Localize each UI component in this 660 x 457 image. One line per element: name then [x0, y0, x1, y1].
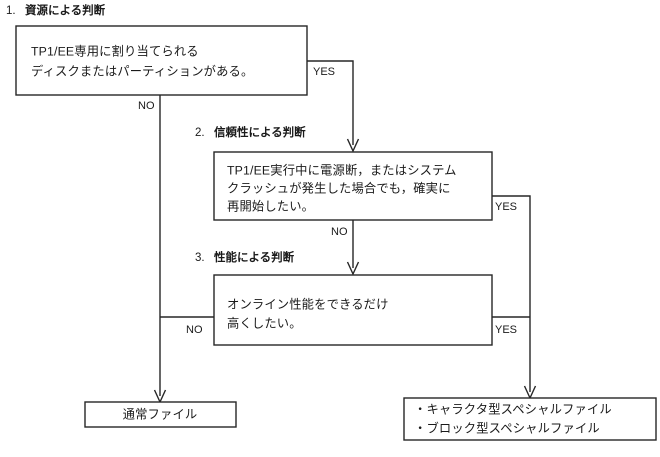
step-2-heading-group: 2. 信頼性による判断: [195, 125, 306, 139]
step-1-number: 1.: [6, 5, 16, 17]
step-3-question-line-2: 高くしたい。: [227, 315, 302, 330]
step-2-question-line-2: クラッシュが発生した場合でも，確実に: [227, 180, 451, 195]
step-2-heading: 信頼性による判断: [214, 125, 306, 139]
step-1-question-line-2: ディスクまたはパーティションがある。: [31, 63, 253, 78]
step-1-question-line-1: TP1/EE専用に割り当てられる: [31, 43, 199, 58]
step-3-question-line-1: オンライン性能をできるだけ: [227, 297, 389, 311]
step-3-heading: 性能による判断: [214, 250, 295, 264]
result-normal-file-label: 通常ファイル: [123, 407, 198, 421]
step-1-heading: 資源による判断: [25, 3, 106, 17]
step-1-question-box[interactable]: [15, 25, 308, 96]
edge-step1-yes-arrowhead: [346, 138, 360, 153]
step-3-number: 3.: [195, 252, 205, 264]
edge-label-step1-yes: YES: [313, 66, 335, 78]
step-2-question-line-1: TP1/EE実行中に電源断，またはシステム: [227, 162, 457, 177]
step-2-question-box[interactable]: [213, 151, 493, 221]
step-3-heading-group: 3. 性能による判断: [195, 250, 295, 264]
step-2-question-line-3: 再開始したい。: [227, 199, 314, 213]
edge-label-step1-no: NO: [138, 100, 155, 112]
edge-label-step3-no: NO: [186, 324, 203, 336]
result-special-file-line-2: ・ブロック型スペシャルファイル: [414, 420, 600, 435]
step-1-heading-group: 1. 資源による判断: [6, 3, 106, 17]
edge-label-step3-yes: YES: [495, 324, 517, 336]
result-special-file-line-1: ・キャラクタ型スペシャルファイル: [414, 402, 612, 416]
edge-label-step2-no: NO: [331, 226, 348, 238]
result-special-file-box[interactable]: [403, 397, 657, 441]
edge-step1-yes: [307, 60, 354, 145]
edge-step2-no-arrowhead: [346, 261, 360, 276]
edge-step2-yes: [492, 195, 531, 392]
edge-label-step2-yes: YES: [495, 201, 517, 213]
step-2-number: 2.: [195, 127, 205, 139]
result-normal-file-box[interactable]: [84, 401, 237, 428]
step-3-question-box[interactable]: [213, 274, 493, 346]
